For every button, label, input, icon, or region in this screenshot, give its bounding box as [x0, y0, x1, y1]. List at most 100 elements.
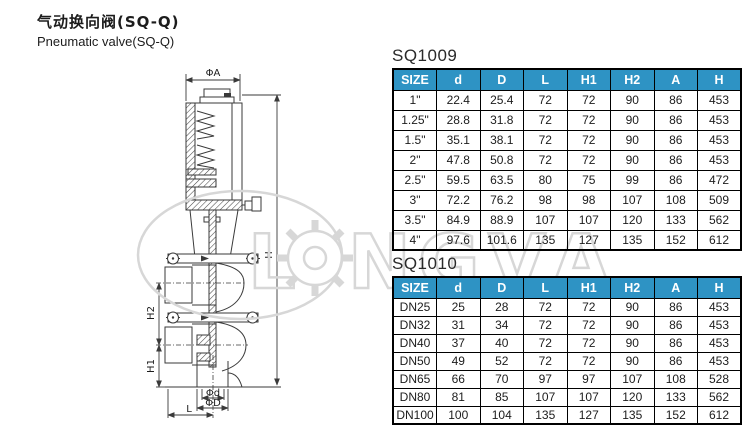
value-cell: 47.8	[436, 149, 481, 171]
value-cell: 40	[479, 333, 524, 353]
value-cell: 72	[566, 333, 611, 353]
value-cell: 90	[610, 149, 655, 171]
value-cell: 453	[697, 109, 742, 131]
value-cell: 86	[653, 333, 698, 353]
clamp-assembly-upper	[166, 252, 260, 265]
dim-phid-label: Φd	[206, 388, 220, 399]
value-cell: 133	[653, 209, 698, 231]
column-header-h: H	[697, 68, 742, 91]
dim-H2-label: H2	[146, 306, 157, 320]
value-cell: 108	[653, 189, 698, 211]
value-cell: 72	[523, 315, 568, 335]
value-cell: 75	[566, 169, 611, 191]
column-header-a: A	[653, 68, 698, 91]
value-cell: 97	[523, 369, 568, 389]
value-cell: 104	[479, 405, 524, 425]
value-cell: 86	[653, 351, 698, 371]
size-cell: 3.5"	[392, 209, 437, 231]
column-header-a: A	[653, 276, 698, 299]
value-cell: 528	[697, 369, 742, 389]
value-cell: 35.1	[436, 129, 481, 151]
column-header-size: SIZE	[392, 68, 437, 91]
value-cell: 107	[523, 209, 568, 231]
value-cell: 72	[523, 351, 568, 371]
size-cell: DN80	[392, 387, 437, 407]
column-header-d: D	[479, 68, 524, 91]
value-cell: 86	[653, 169, 698, 191]
value-cell: 107	[566, 387, 611, 407]
value-cell: 135	[610, 229, 655, 251]
value-cell: 90	[610, 109, 655, 131]
column-header-h1: H1	[566, 68, 611, 91]
value-cell: 90	[610, 315, 655, 335]
value-cell: 38.1	[479, 129, 524, 151]
value-cell: 25.4	[479, 89, 524, 111]
value-cell: 127	[566, 405, 611, 425]
dimension-phid: Φd	[201, 388, 225, 401]
value-cell: 86	[653, 109, 698, 131]
value-cell: 107	[566, 209, 611, 231]
value-cell: 76.2	[479, 189, 524, 211]
value-cell: 99	[610, 169, 655, 191]
value-cell: 63.5	[479, 169, 524, 191]
value-cell: 90	[610, 333, 655, 353]
value-cell: 135	[610, 405, 655, 425]
value-cell: 472	[697, 169, 742, 191]
value-cell: 120	[610, 209, 655, 231]
value-cell: 88.9	[479, 209, 524, 231]
column-header-d: d	[436, 68, 481, 91]
value-cell: 72	[566, 109, 611, 131]
value-cell: 72	[523, 297, 568, 317]
column-header-l: L	[523, 68, 568, 91]
dimension-phiA: ΦA	[185, 68, 241, 101]
value-cell: 453	[697, 351, 742, 371]
size-cell: DN100	[392, 405, 437, 425]
dimension-L: L	[167, 355, 214, 418]
value-cell: 107	[610, 369, 655, 389]
value-cell: 31.8	[479, 109, 524, 131]
value-cell: 135	[523, 229, 568, 251]
value-cell: 72	[566, 297, 611, 317]
column-header-h: H	[697, 276, 742, 299]
value-cell: 98	[523, 189, 568, 211]
valve-technical-drawing: ΦA H	[146, 68, 281, 418]
value-cell: 453	[697, 333, 742, 353]
size-cell: 1"	[392, 89, 437, 111]
value-cell: 108	[653, 369, 698, 389]
value-cell: 84.9	[436, 209, 481, 231]
value-cell: 52	[479, 351, 524, 371]
spring-coil	[195, 144, 216, 169]
size-cell: 1.25"	[392, 109, 437, 131]
value-cell: 90	[610, 351, 655, 371]
value-cell: 152	[653, 405, 698, 425]
value-cell: 72	[566, 149, 611, 171]
value-cell: 72	[566, 89, 611, 111]
value-cell: 86	[653, 297, 698, 317]
value-cell: 86	[653, 315, 698, 335]
dimension-phiD: ΦD	[196, 389, 229, 411]
value-cell: 34	[479, 315, 524, 335]
value-cell: 31	[436, 315, 481, 335]
column-header-d: D	[479, 276, 524, 299]
value-cell: 72	[523, 129, 568, 151]
dim-L-label: L	[186, 404, 192, 415]
column-header-h2: H2	[610, 276, 655, 299]
actuator-section	[185, 88, 243, 211]
value-cell: 80	[523, 169, 568, 191]
column-header-d: d	[436, 276, 481, 299]
value-cell: 70	[479, 369, 524, 389]
value-cell: 120	[610, 387, 655, 407]
value-cell: 72	[523, 149, 568, 171]
